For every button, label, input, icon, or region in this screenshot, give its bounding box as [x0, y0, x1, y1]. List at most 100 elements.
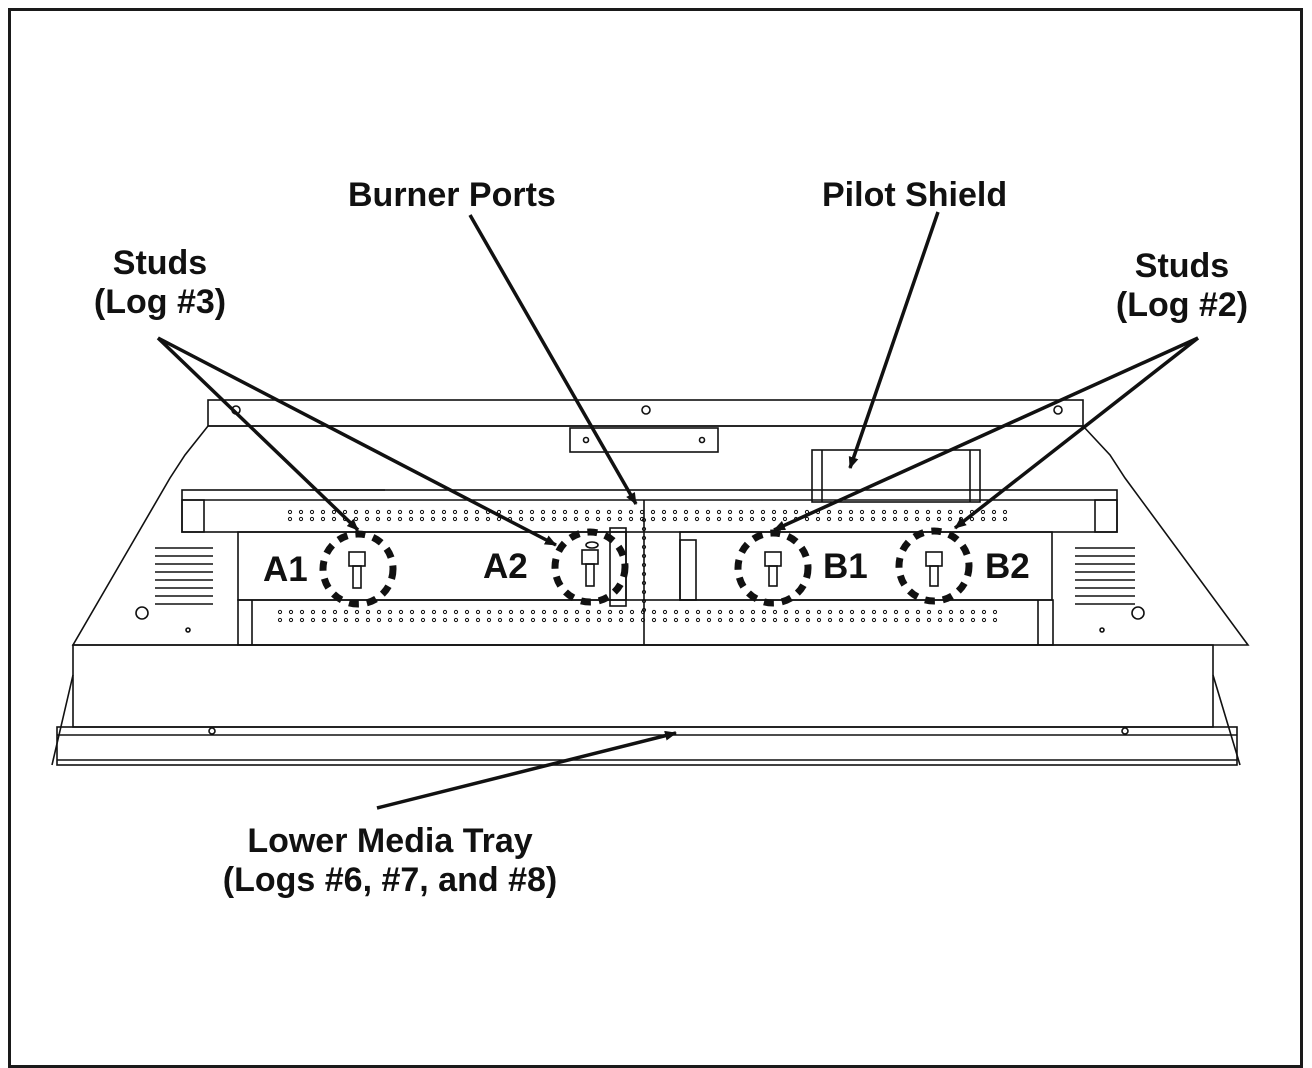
stud-a1-highlight	[319, 530, 397, 608]
burner-port	[431, 609, 437, 615]
burner-port	[640, 617, 646, 623]
burner-port	[695, 617, 701, 623]
burner-port	[750, 609, 756, 615]
burner-port	[739, 609, 745, 615]
stud-a2-label: A2	[483, 547, 528, 586]
burner-port	[925, 516, 931, 522]
burner-port	[970, 617, 976, 623]
burner-port	[551, 509, 557, 515]
burner-port	[859, 516, 865, 522]
burner-port	[541, 617, 547, 623]
burner-port	[298, 509, 304, 515]
burner-port	[641, 607, 647, 613]
burner-port	[1002, 509, 1008, 515]
burner-port	[925, 509, 931, 515]
burner-port	[375, 516, 381, 522]
burner-port	[892, 516, 898, 522]
studs-log3-arrow-a1	[156, 336, 360, 532]
burner-port	[430, 509, 436, 515]
burner-port	[375, 509, 381, 515]
burner-port	[464, 617, 470, 623]
stud-a2-highlight	[551, 528, 629, 606]
burner-port	[474, 516, 480, 522]
burner-port	[838, 609, 844, 615]
burner-port	[464, 609, 470, 615]
burner-port	[452, 509, 458, 515]
burner-port	[641, 598, 647, 604]
burner-port	[320, 509, 326, 515]
burner-port	[519, 617, 525, 623]
burner-port	[342, 509, 348, 515]
burner-port	[585, 609, 591, 615]
right-louvers	[1075, 547, 1135, 605]
studs-log2-label: Studs (Log #2)	[1092, 247, 1272, 325]
burner-port	[641, 553, 647, 559]
burner-port	[969, 516, 975, 522]
burner-port	[772, 617, 778, 623]
burner-port	[881, 516, 887, 522]
stud-a2-shape	[581, 541, 599, 587]
burner-port	[805, 609, 811, 615]
burner-port	[343, 617, 349, 623]
burner-port	[937, 617, 943, 623]
burner-port	[881, 509, 887, 515]
burner-port	[376, 617, 382, 623]
burner-port	[574, 609, 580, 615]
burner-port	[497, 617, 503, 623]
burner-port	[518, 509, 524, 515]
burner-port	[727, 516, 733, 522]
burner-port	[299, 609, 305, 615]
burner-port	[793, 509, 799, 515]
burner-port	[463, 516, 469, 522]
burner-port	[641, 526, 647, 532]
burner-port	[277, 617, 283, 623]
burner-port	[331, 516, 337, 522]
burner-port	[992, 617, 998, 623]
center-bracket	[569, 427, 719, 453]
burner-port	[728, 617, 734, 623]
burner-port	[970, 609, 976, 615]
burner-port	[672, 516, 678, 522]
burner-port	[903, 516, 909, 522]
studs-log2-arrow-b1	[773, 336, 1199, 532]
burner-port	[507, 509, 513, 515]
burner-port	[827, 609, 833, 615]
burner-port	[958, 509, 964, 515]
burner-port	[673, 617, 679, 623]
burner-port	[641, 580, 647, 586]
stud-b2-highlight	[895, 527, 973, 605]
burner-port	[562, 509, 568, 515]
burner-port	[298, 516, 304, 522]
studs-log3-line1: Studs	[112, 244, 208, 282]
burner-port	[540, 516, 546, 522]
burner-port	[684, 617, 690, 623]
burner-port	[364, 516, 370, 522]
burner-port	[805, 617, 811, 623]
burner-port	[606, 509, 612, 515]
top-rail	[207, 399, 1084, 427]
burner-port	[606, 516, 612, 522]
burner-port	[354, 609, 360, 615]
stud-a1-shape	[348, 551, 366, 589]
burner-port	[783, 609, 789, 615]
burner-port	[705, 509, 711, 515]
burner-port	[321, 617, 327, 623]
burner-port	[419, 516, 425, 522]
burner-port	[617, 509, 623, 515]
burner-port	[386, 509, 392, 515]
burner-port	[859, 509, 865, 515]
burner-port	[771, 509, 777, 515]
burner-port	[641, 535, 647, 541]
burner-port	[980, 509, 986, 515]
firebox-drawing	[51, 399, 1250, 766]
burner-port	[595, 509, 601, 515]
burner-port	[882, 617, 888, 623]
burner-port	[837, 509, 843, 515]
burner-port	[914, 516, 920, 522]
burner-port	[837, 516, 843, 522]
burner-port	[893, 617, 899, 623]
burner-port	[727, 509, 733, 515]
pilot-shield-shape	[811, 449, 981, 503]
burner-port	[353, 516, 359, 522]
burner-port	[287, 516, 293, 522]
